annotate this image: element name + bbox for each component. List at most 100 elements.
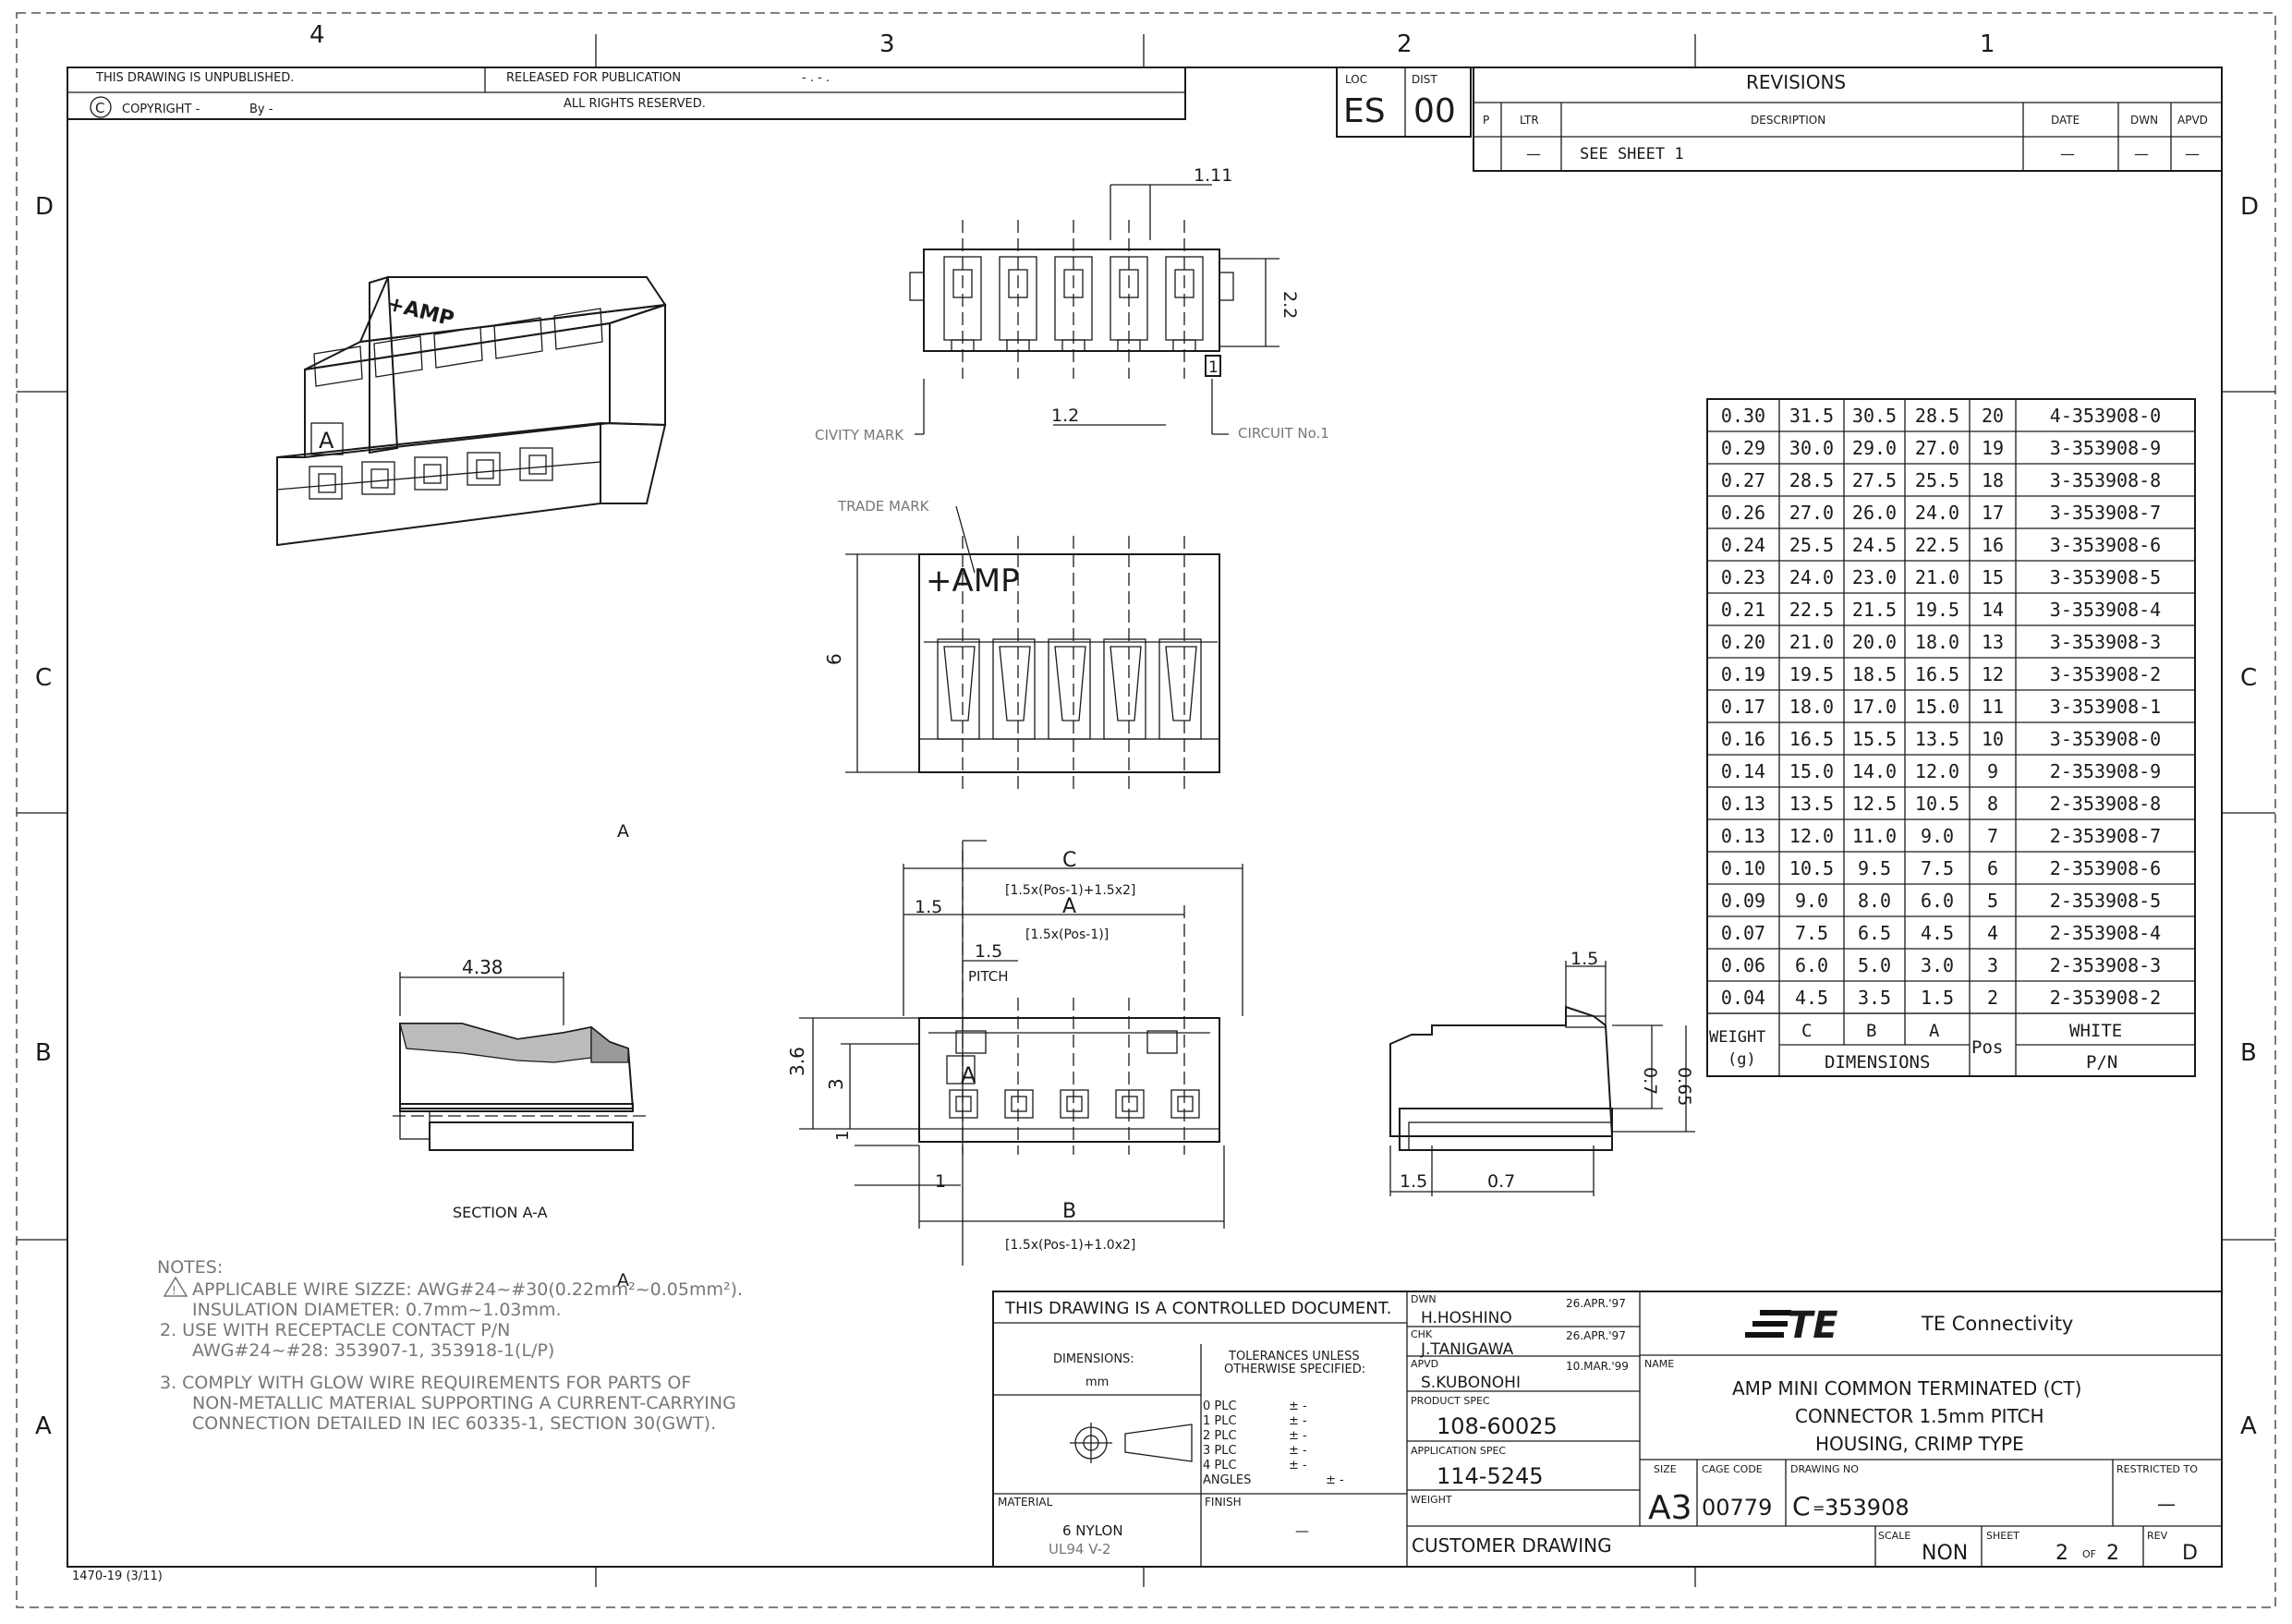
table-cell: 25.5 (1789, 534, 1834, 556)
table-cell: 2-353908-8 (2050, 793, 2161, 815)
table-col-b: B (1866, 1021, 1876, 1041)
scale-value: NON (1922, 1542, 1968, 1565)
application-spec-value: 114-5245 (1437, 1463, 1544, 1489)
iso-cavity-mark: A (319, 428, 334, 454)
part-name-line-1: AMP MINI COMMON TERMINATED (CT) (1732, 1377, 2081, 1400)
zone-col-1: 1 (1980, 30, 1995, 58)
zone-row-d-left: D (35, 193, 54, 221)
table-cell: 3-353908-2 (2050, 663, 2161, 685)
table-col-pos: Pos (1971, 1037, 2003, 1058)
isometric-view: A +AMP (276, 275, 667, 547)
table-cell: 13.5 (1789, 793, 1834, 815)
loc-label: LOC (1345, 73, 1367, 86)
copyright-icon (90, 96, 112, 118)
product-spec-value: 108-60025 (1437, 1413, 1558, 1439)
te-logo-text: TE (1788, 1304, 1838, 1347)
table-cell: 6.0 (1921, 890, 1954, 912)
circuit-flag: 1 (1208, 358, 1219, 377)
table-cell: 25.5 (1915, 469, 1959, 491)
plc-0: 0 PLC (1203, 1400, 1237, 1413)
plc-1: 1 PLC (1203, 1414, 1237, 1428)
table-cell: 27.5 (1852, 469, 1897, 491)
table-cell: 21.5 (1852, 599, 1897, 621)
table-cell: 12 (1982, 663, 2004, 685)
table-cell: 18.0 (1915, 631, 1959, 653)
table-cell: 2-353908-9 (2050, 760, 2161, 782)
customer-drawing-text: CUSTOMER DRAWING (1412, 1534, 1612, 1557)
pitch-label: PITCH (968, 968, 1009, 985)
dimensions-label: DIMENSIONS: (1053, 1352, 1134, 1366)
table-cell: 20 (1982, 405, 2004, 427)
trade-mark-amp: +AMP (926, 563, 1020, 600)
table-cell: 8.0 (1858, 890, 1891, 912)
projection-symbol-icon (1070, 1423, 1193, 1463)
rev-label: REV (2147, 1530, 2168, 1542)
table-cell: 16 (1982, 534, 2004, 556)
drawing-no-label: DRAWING NO (1790, 1463, 1859, 1475)
rev-header-ltr: LTR (1520, 114, 1539, 127)
table-cell: 15 (1982, 566, 2004, 588)
material-rating: UL94 V-2 (1049, 1541, 1111, 1557)
table-cell: 31.5 (1789, 405, 1834, 427)
table-cell: 2-353908-5 (2050, 890, 2161, 912)
dim-1-5-side-bottom: 1.5 (1400, 1171, 1427, 1192)
size-label: SIZE (1654, 1463, 1677, 1475)
dim-3: 3 (825, 1078, 847, 1090)
notes-title: NOTES: (157, 1257, 223, 1278)
note-line-2: INSULATION DIAMETER: 0.7mm~1.03mm. (192, 1300, 562, 1320)
plc-3-value: ± - (1289, 1444, 1307, 1458)
table-cell: 17 (1982, 502, 2004, 524)
table-cell: 6.5 (1858, 922, 1891, 944)
zone-col-3: 3 (879, 30, 895, 58)
iso-trademark: +AMP (385, 293, 456, 332)
note-line-3: 2. USE WITH RECEPTACLE CONTACT P/N (160, 1320, 510, 1340)
dim-1-2: 1.2 (1051, 406, 1079, 426)
plc-1-value: ± - (1289, 1414, 1307, 1428)
svg-text:!: ! (172, 1284, 176, 1297)
table-cell: 3-353908-0 (2050, 728, 2161, 750)
svg-text:C: C (95, 100, 104, 116)
table-cell: 21.0 (1789, 631, 1834, 653)
table-cell: 6.0 (1795, 954, 1828, 976)
section-mark-bottom: A (617, 1270, 629, 1291)
section-mark-top: A (617, 821, 629, 842)
cavity-mark-label: CIVITY MARK (815, 427, 904, 443)
dim-a-formula: [1.5x(Pos-1)] (1025, 927, 1109, 942)
table-cell: 0.29 (1721, 437, 1765, 459)
table-cell: 2-353908-3 (2050, 954, 2161, 976)
dim-2-2: 2.2 (1279, 291, 1300, 319)
table-cell: 18.0 (1789, 696, 1834, 718)
table-cell: 17.0 (1852, 696, 1897, 718)
note-line-5: 3. COMPLY WITH GLOW WIRE REQUIREMENTS FO… (160, 1373, 691, 1393)
company-name: TE Connectivity (1921, 1313, 2073, 1335)
form-number: 1470-19 (3/11) (72, 1569, 163, 1583)
drawing-no-prefix: C (1792, 1491, 1811, 1521)
table-cell: 15.0 (1789, 760, 1834, 782)
dim-0-7-vertical: 0.7 (1640, 1067, 1660, 1095)
table-cell: 2 (1987, 987, 1998, 1009)
table-cell: 9.5 (1858, 857, 1891, 879)
plc-4: 4 PLC (1203, 1459, 1237, 1473)
table-cell: 13.5 (1915, 728, 1959, 750)
revisions-title: REVISIONS (1746, 71, 1846, 93)
by-text: By - (249, 103, 273, 116)
table-cell: 2-353908-6 (2050, 857, 2161, 879)
table-cell: 2-353908-7 (2050, 825, 2161, 847)
outer-frame (16, 12, 2276, 1608)
material-label: MATERIAL (998, 1496, 1053, 1509)
table-cell: 14 (1982, 599, 2004, 621)
dim-1-horizontal: 1 (935, 1171, 946, 1192)
cage-code-label: CAGE CODE (1702, 1463, 1763, 1475)
apvd-label: APVD (1411, 1358, 1438, 1370)
zone-row-a-left: A (35, 1412, 52, 1440)
table-cell: 11 (1982, 696, 2004, 718)
